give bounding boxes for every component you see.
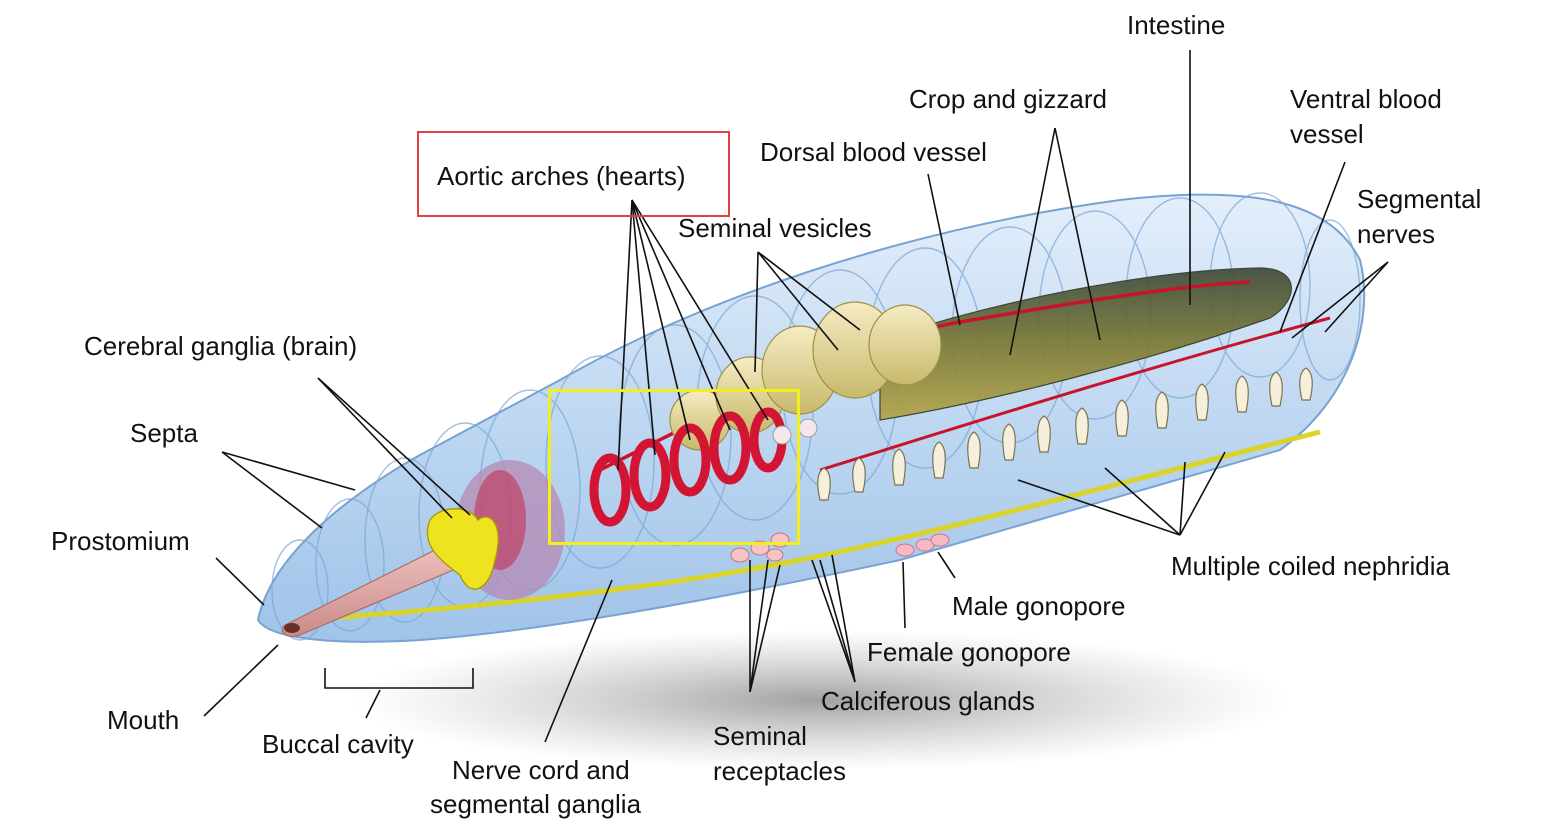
aortic-arches-highlight-box [417, 131, 730, 217]
nephridia [817, 367, 1313, 501]
mouth-opening [284, 623, 300, 633]
label-segmental-nerves-2: nerves [1357, 219, 1436, 249]
label-multiple-coiled-nephridia: Multiple coiled nephridia [1171, 551, 1450, 581]
label-female-gonopore: Female gonopore [867, 637, 1071, 667]
label-seminal-receptacles-1: Seminal [713, 721, 807, 751]
label-intestine: Intestine [1127, 10, 1226, 40]
label-seminal-receptacles-2: receptacles [713, 756, 846, 786]
label-dorsal-blood-vessel: Dorsal blood vessel [760, 137, 987, 167]
label-septa: Septa [130, 418, 198, 448]
label-male-gonopore: Male gonopore [952, 591, 1126, 621]
gonopores [895, 533, 950, 557]
label-prostomium: Prostomium [51, 526, 190, 556]
nerve-cord [299, 429, 1321, 623]
label-buccal-cavity: Buccal cavity [262, 729, 414, 759]
ventral-blood-vessel [819, 316, 1331, 472]
label-nerve-cord-2: segmental ganglia [430, 789, 642, 819]
label-crop-and-gizzard: Crop and gizzard [909, 84, 1107, 114]
label-mouth: Mouth [107, 705, 180, 735]
intestine [879, 267, 1292, 421]
label-seminal-vesicles: Seminal vesicles [678, 213, 872, 243]
label-nerve-cord-1: Nerve cord and [452, 755, 630, 785]
label-ventral-blood-vessel-2: vessel [1290, 119, 1364, 149]
label-segmental-nerves-1: Segmental [1357, 184, 1482, 214]
label-calciferous-glands: Calciferous glands [821, 686, 1035, 716]
seminal-receptacles [772, 418, 818, 445]
ground-shadow [350, 630, 1290, 770]
leader-lines [203, 50, 1389, 743]
label-aortic-arches: Aortic arches (hearts) [437, 161, 686, 191]
label-ventral-blood-vessel-1: Ventral blood [1290, 84, 1442, 114]
label-cerebral-ganglia: Cerebral ganglia (brain) [84, 331, 358, 361]
hearts-region-highlight-box [548, 389, 800, 545]
